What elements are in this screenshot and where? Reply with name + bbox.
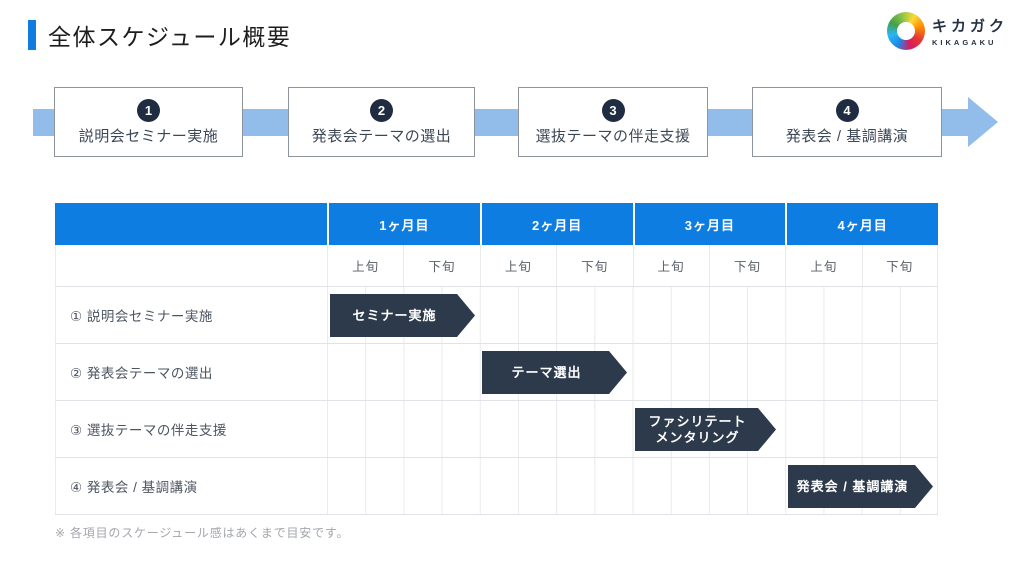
gantt-subheader-row: 上旬 下旬 上旬 下旬 上旬 下旬 上旬 下旬 [55,245,938,287]
gantt-corner-cell [55,203,327,245]
half-header: 上旬 [479,245,556,286]
half-header: 上旬 [632,245,709,286]
logo-swirl-icon [886,12,925,50]
step-label: 説明会セミナー実施 [78,127,219,145]
flow-step-4: 4 発表会 / 基調講演 [752,87,942,157]
step-number-badge: 1 [137,98,160,122]
month-header-1: 1ヶ月目 [327,203,480,245]
gantt-label-spacer [55,245,327,286]
flow-step-1: 1 説明会セミナー実施 [54,87,243,157]
step-label: 選抜テーマの伴走支援 [535,127,691,145]
schedule-gantt-table: 1ヶ月目 2ヶ月目 3ヶ月目 4ヶ月目 上旬 下旬 上旬 下旬 上旬 下旬 上旬… [55,203,938,515]
row-timeline: ファシリテート メンタリング [327,401,938,457]
half-header: 上旬 [327,245,403,286]
logo-swirl-hole [896,22,915,40]
gantt-bar: 発表会 / 基調講演 [788,465,933,508]
row-label: ③ 選抜テーマの伴走支援 [55,401,327,457]
flow-step-2: 2 発表会テーマの選出 [288,87,475,157]
title-accent-bar [28,20,36,50]
logo: キカガク KIKAGAKU [886,12,1008,50]
page-title: 全体スケジュール概要 [48,24,292,50]
gantt-row-4: ④ 発表会 / 基調講演 発表会 / 基調講演 [55,458,938,515]
logo-text: キカガク KIKAGAKU [932,15,1008,47]
month-header-4: 4ヶ月目 [785,203,938,245]
row-timeline: 発表会 / 基調講演 [327,458,938,514]
step-number-badge: 4 [835,98,859,122]
step-label: 発表会 / 基調講演 [785,127,909,145]
flow-step-3: 3 選抜テーマの伴走支援 [518,87,708,157]
row-timeline: セミナー実施 [327,287,938,343]
gantt-bar: テーマ選出 [482,351,627,394]
row-label: ① 説明会セミナー実施 [55,287,327,343]
half-header: 下旬 [403,245,479,286]
logo-name-jp: キカガク [931,18,1008,35]
footnote: ※ 各項目のスケージュール感はあくまで目安です。 [55,526,350,540]
gantt-row-2: ② 発表会テーマの選出 テーマ選出 [55,344,938,401]
row-timeline: テーマ選出 [327,344,938,400]
row-label: ② 発表会テーマの選出 [55,344,327,400]
logo-name-en: KIKAGAKU [931,38,997,47]
process-flow: 1 説明会セミナー実施 2 発表会テーマの選出 3 選抜テーマの伴走支援 4 発… [0,87,1024,157]
gantt-bar: ファシリテート メンタリング [635,408,776,451]
step-label: 発表会テーマの選出 [311,127,452,145]
gantt-row-1: ① 説明会セミナー実施 セミナー実施 [55,287,938,344]
flow-arrowhead-icon [968,97,998,147]
row-label: ④ 発表会 / 基調講演 [55,458,327,514]
gantt-row-3: ③ 選抜テーマの伴走支援 ファシリテート メンタリング [55,401,938,458]
month-header-3: 3ヶ月目 [632,203,786,245]
half-header: 上旬 [785,245,861,286]
half-header: 下旬 [708,245,785,286]
month-header-2: 2ヶ月目 [479,203,633,245]
gantt-header-row: 1ヶ月目 2ヶ月目 3ヶ月目 4ヶ月目 [55,203,938,245]
slide-title-block: 全体スケジュール概要 [28,18,291,52]
half-header: 下旬 [556,245,632,286]
gantt-bar: セミナー実施 [330,294,475,337]
half-header: 下旬 [861,245,938,286]
step-number-badge: 3 [601,98,625,122]
step-number-badge: 2 [370,98,393,122]
